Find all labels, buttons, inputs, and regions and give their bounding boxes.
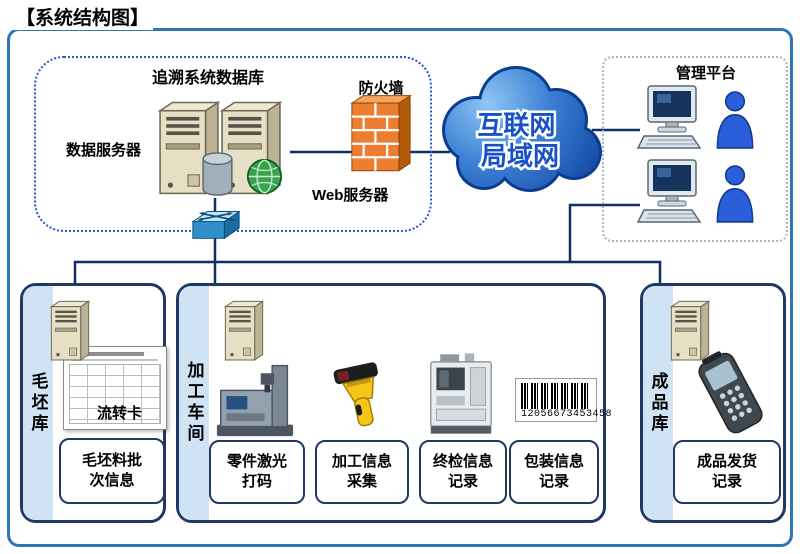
box-line: 采集	[346, 473, 377, 490]
barcode-scanner-icon	[331, 356, 395, 436]
box-line: 加工信息	[331, 452, 392, 470]
workshop-box-packaging: 包装信息 记录	[509, 440, 599, 504]
web-server-label: Web服务器	[312, 187, 389, 204]
section-finished-warehouse: 成品库 成品发货 记录	[640, 283, 786, 523]
section-blank-warehouse: 毛坯库 流转卡 毛坯料批 次信息	[20, 283, 167, 523]
box-line: 毛坯料批	[81, 451, 142, 469]
diagram-border	[7, 28, 793, 547]
firewall-icon	[350, 94, 412, 178]
server-tower-icon	[223, 300, 265, 364]
cloud-text: 互联网 局域网	[477, 110, 562, 171]
inspection-machine-icon	[427, 352, 495, 436]
firewall-label: 防火墙	[358, 80, 404, 97]
management-platform-label: 管理平台	[676, 65, 737, 82]
box-line: 终检信息	[432, 452, 493, 470]
card-title-bar	[86, 352, 144, 356]
section-title-blank: 毛坯库	[28, 371, 48, 435]
workshop-box-final-inspection: 终检信息 记录	[419, 440, 507, 504]
box-line: 零件激光	[226, 452, 287, 470]
barcode-bars	[521, 383, 591, 409]
box-line: 成品发货	[696, 452, 757, 470]
box-line: 包装信息	[523, 452, 584, 470]
circulation-card-label: 流转卡	[97, 405, 143, 422]
computer-icon	[636, 84, 708, 154]
database-area-label: 追溯系统数据库	[151, 70, 264, 87]
cloud-body	[445, 69, 599, 189]
laser-marking-machine-icon	[215, 358, 295, 438]
box-line: 记录	[711, 473, 742, 490]
box-line: 打码	[241, 473, 272, 490]
workshop-box-process-data: 加工信息 采集	[315, 440, 409, 504]
section-title-workshop: 加工车间	[184, 361, 204, 445]
barcode-image: 12056673453458	[515, 378, 613, 422]
cloud-line1: 互联网	[477, 110, 555, 140]
computer-icon	[636, 158, 708, 228]
box-line: 记录	[538, 473, 569, 490]
section-stripe: 毛坯库	[23, 286, 53, 520]
finished-shipping-box: 成品发货 记录	[673, 440, 781, 504]
box-line: 次信息	[89, 472, 135, 489]
card-table-grid	[69, 364, 161, 424]
barcode-number: 12056673453458	[521, 409, 613, 420]
data-server-label: 数据服务器	[66, 142, 142, 159]
card-sub-bar	[72, 359, 158, 361]
handheld-terminal-icon	[681, 350, 781, 438]
page-title: 【系统结构图】	[12, 3, 154, 30]
section-title-finished: 成品库	[648, 371, 668, 435]
section-stripe: 加工车间	[179, 286, 209, 520]
management-platform-panel	[602, 56, 788, 242]
blank-batch-info-box: 毛坯料批 次信息	[59, 438, 165, 504]
cloud-line2: 局域网	[481, 141, 559, 171]
section-workshop: 加工车间 12056673453458 零件激光 打码 加工信息 采集 终检信息…	[176, 283, 613, 523]
database-icon	[201, 151, 234, 197]
user-icon	[714, 90, 756, 150]
workshop-box-laser-marking: 零件激光 打码	[209, 440, 305, 504]
internet-cloud: 互联网 局域网	[442, 66, 602, 192]
globe-icon	[246, 158, 283, 195]
server-tower-icon	[49, 300, 91, 364]
network-switch-icon	[191, 208, 241, 252]
box-line: 记录	[447, 473, 478, 490]
user-icon	[714, 164, 756, 224]
section-stripe: 成品库	[643, 286, 673, 520]
